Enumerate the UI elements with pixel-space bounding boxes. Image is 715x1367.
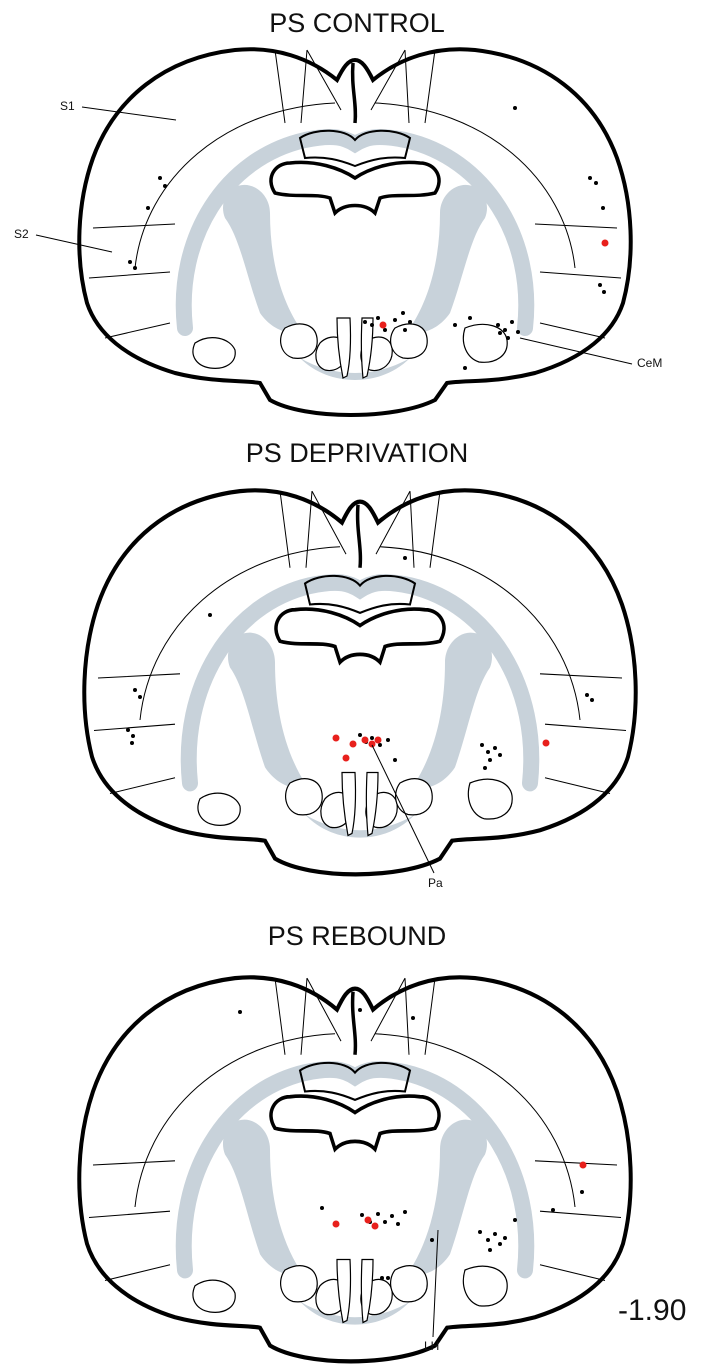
panel-title: PS REBOUND <box>268 921 447 951</box>
panel-ps-rebound: PS REBOUND <box>79 921 630 1361</box>
coronal-section <box>79 49 630 415</box>
svg-text:LH: LH <box>424 1339 439 1353</box>
svg-text:S1: S1 <box>60 99 75 113</box>
coronal-section <box>79 977 630 1361</box>
panel-title: PS DEPRIVATION <box>246 438 469 468</box>
panel-ps-control: PS CONTROL <box>14 8 662 415</box>
panel-title: PS CONTROL <box>269 8 445 38</box>
svg-text:CeM: CeM <box>637 356 662 370</box>
bregma-coordinate: -1.90 <box>618 1294 686 1327</box>
coronal-section <box>84 490 635 874</box>
svg-text:S2: S2 <box>14 227 29 241</box>
panel-ps-deprivation: PS DEPRIVATION <box>84 438 635 890</box>
svg-text:Pa: Pa <box>428 876 443 890</box>
